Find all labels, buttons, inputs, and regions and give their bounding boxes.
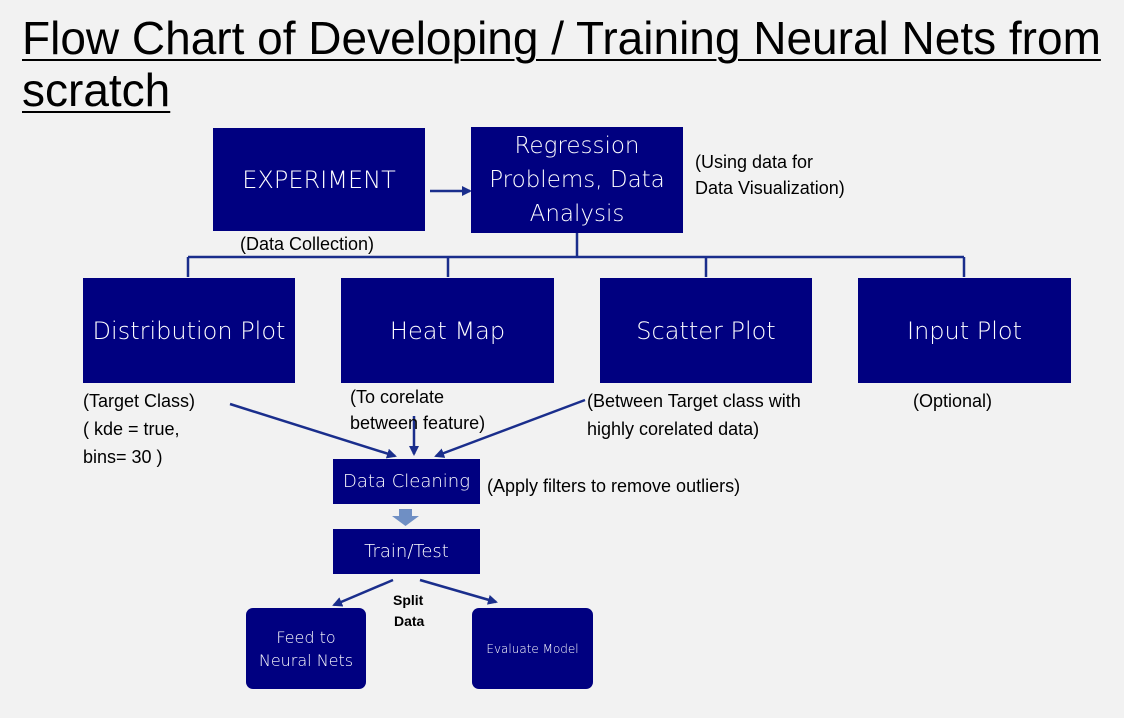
down-arrow-icon	[392, 509, 419, 526]
arrow-scatter-to-cleaning	[434, 398, 586, 458]
note-apply-filters: (Apply filters to remove outliers)	[487, 476, 741, 496]
note-data-collection: (Data Collection)	[240, 234, 375, 254]
node-regression: Regression Problems, Data Analysis	[471, 127, 683, 233]
note-corelate-line1: (To corelate	[350, 387, 445, 407]
arrow-split-to-feed	[332, 578, 394, 607]
note-split-line2: Data	[394, 613, 425, 629]
node-scatter-plot-label: Scatter Plot	[636, 316, 776, 345]
note-optional: (Optional)	[913, 391, 993, 411]
note-target-class-line3: bins= 30 )	[83, 447, 163, 467]
node-train-test-label: Train/Test	[364, 541, 449, 562]
node-experiment: EXPERIMENT	[213, 128, 425, 231]
node-data-cleaning: Data Cleaning	[333, 459, 480, 504]
note-between-line2: highly corelated data)	[587, 419, 760, 439]
page-title: Flow Chart of Developing / Training Neur…	[22, 12, 1101, 116]
node-distribution-plot: Distribution Plot	[83, 278, 295, 383]
note-target-class-line2: ( kde = true,	[83, 419, 180, 439]
note-using-data-line2: Data Visualization)	[695, 178, 845, 198]
node-evaluate-model-label: Evaluate Model	[486, 641, 579, 656]
note-target-class-line1: (Target Class)	[83, 391, 196, 411]
node-input-plot: Input Plot	[858, 278, 1071, 383]
node-feed-neural-nets: Feed to Neural Nets	[246, 608, 366, 689]
node-scatter-plot: Scatter Plot	[600, 278, 812, 383]
node-distribution-plot-label: Distribution Plot	[92, 316, 286, 345]
arrow-split-to-evaluate	[419, 578, 498, 605]
node-input-plot-label: Input Plot	[906, 316, 1022, 345]
node-feed-neural-nets-label: Feed to Neural Nets	[258, 627, 354, 670]
node-train-test: Train/Test	[333, 529, 480, 574]
note-between-line1: (Between Target class with	[587, 391, 801, 411]
arrow-target-to-cleaning	[229, 402, 397, 459]
node-data-cleaning-label: Data Cleaning	[343, 471, 470, 492]
note-corelate-line2: between feature)	[350, 413, 486, 433]
note-using-data-line1: (Using data for	[695, 152, 814, 172]
node-heat-map-label: Heat Map	[389, 316, 506, 345]
node-experiment-label: EXPERIMENT	[242, 165, 396, 194]
node-evaluate-model: Evaluate Model	[472, 608, 593, 689]
node-heat-map: Heat Map	[341, 278, 554, 383]
node-regression-label: Regression Problems, Data Analysis	[489, 133, 665, 227]
note-split-line1: Split	[393, 592, 424, 608]
